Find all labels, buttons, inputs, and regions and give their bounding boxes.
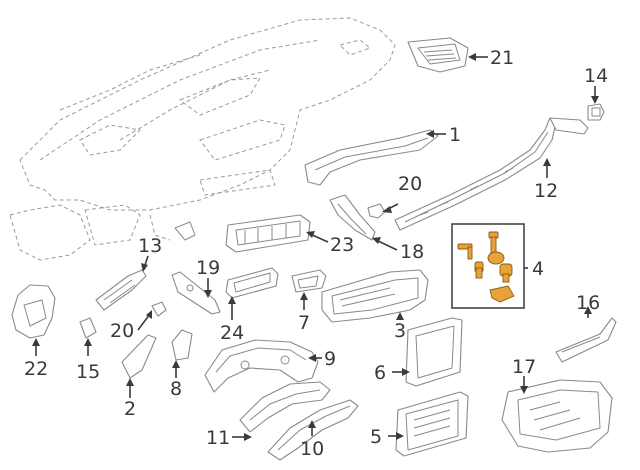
callout-16: 16 xyxy=(576,292,600,314)
part-13-bracket xyxy=(95,269,147,311)
part-14-clip xyxy=(587,103,605,121)
callout-3: 3 xyxy=(394,320,406,342)
callout-9: 9 xyxy=(324,348,336,370)
part-23-center-vent xyxy=(225,214,311,253)
callout-23: 23 xyxy=(330,234,354,256)
part-4-bolt-2 xyxy=(499,263,513,283)
callout-1: 1 xyxy=(449,124,461,146)
part-5-display-bezel xyxy=(395,391,469,457)
part-1-trim-strip xyxy=(304,129,439,186)
part-9-instrument-cluster xyxy=(204,339,319,393)
part-4-nut xyxy=(487,251,505,265)
callout-7: 7 xyxy=(298,312,310,334)
part-15-cap xyxy=(79,317,97,339)
callout-4: 4 xyxy=(532,258,544,280)
part-8-bracket xyxy=(171,329,193,361)
callout-17: 17 xyxy=(512,356,536,378)
callout-12: 12 xyxy=(534,180,558,202)
part-20-lower-clip xyxy=(151,301,167,317)
callout-22: 22 xyxy=(24,358,48,380)
callout-6: 6 xyxy=(374,362,386,384)
callout-11: 11 xyxy=(206,427,230,449)
part-2-knee-panel xyxy=(121,334,157,379)
part-24-switch-panel xyxy=(225,267,279,299)
callout-24: 24 xyxy=(220,322,244,344)
part-20-upper-clip xyxy=(367,203,386,219)
callout-20-lower: 20 xyxy=(110,320,134,342)
part-4-screw-1 xyxy=(457,243,473,260)
part-16-trim xyxy=(555,317,617,363)
leader-lines xyxy=(32,53,599,441)
part-22-side-cover xyxy=(11,284,56,339)
part-18-bracket xyxy=(329,194,376,241)
callout-13: 13 xyxy=(138,235,162,257)
callout-18: 18 xyxy=(400,241,424,263)
callout-2: 2 xyxy=(124,398,136,420)
dashboard-outline xyxy=(9,17,396,261)
callout-labels: 1 2 3 4 5 6 7 8 9 10 11 12 13 14 15 16 1… xyxy=(24,47,608,460)
part-17-lower-cover xyxy=(501,379,613,453)
callout-19: 19 xyxy=(196,257,220,279)
callout-20-upper: 20 xyxy=(398,173,422,195)
callout-5: 5 xyxy=(370,426,382,448)
part-7-switch xyxy=(291,269,327,293)
part-11-cluster-frame xyxy=(239,381,331,433)
part-4-clip xyxy=(489,285,515,303)
callout-14: 14 xyxy=(584,65,608,87)
part-12-side-trim xyxy=(394,117,589,231)
part-4-bolt-1 xyxy=(474,261,484,279)
part-4-hardware-box xyxy=(451,223,525,309)
part-19-panel xyxy=(171,271,221,315)
callout-15: 15 xyxy=(76,361,100,383)
part-3-glove-box xyxy=(321,269,429,323)
callout-8: 8 xyxy=(170,378,182,400)
part-6-display xyxy=(405,317,463,387)
callout-21: 21 xyxy=(490,47,514,69)
part-21-air-vent xyxy=(407,37,469,73)
callout-10: 10 xyxy=(300,438,324,460)
